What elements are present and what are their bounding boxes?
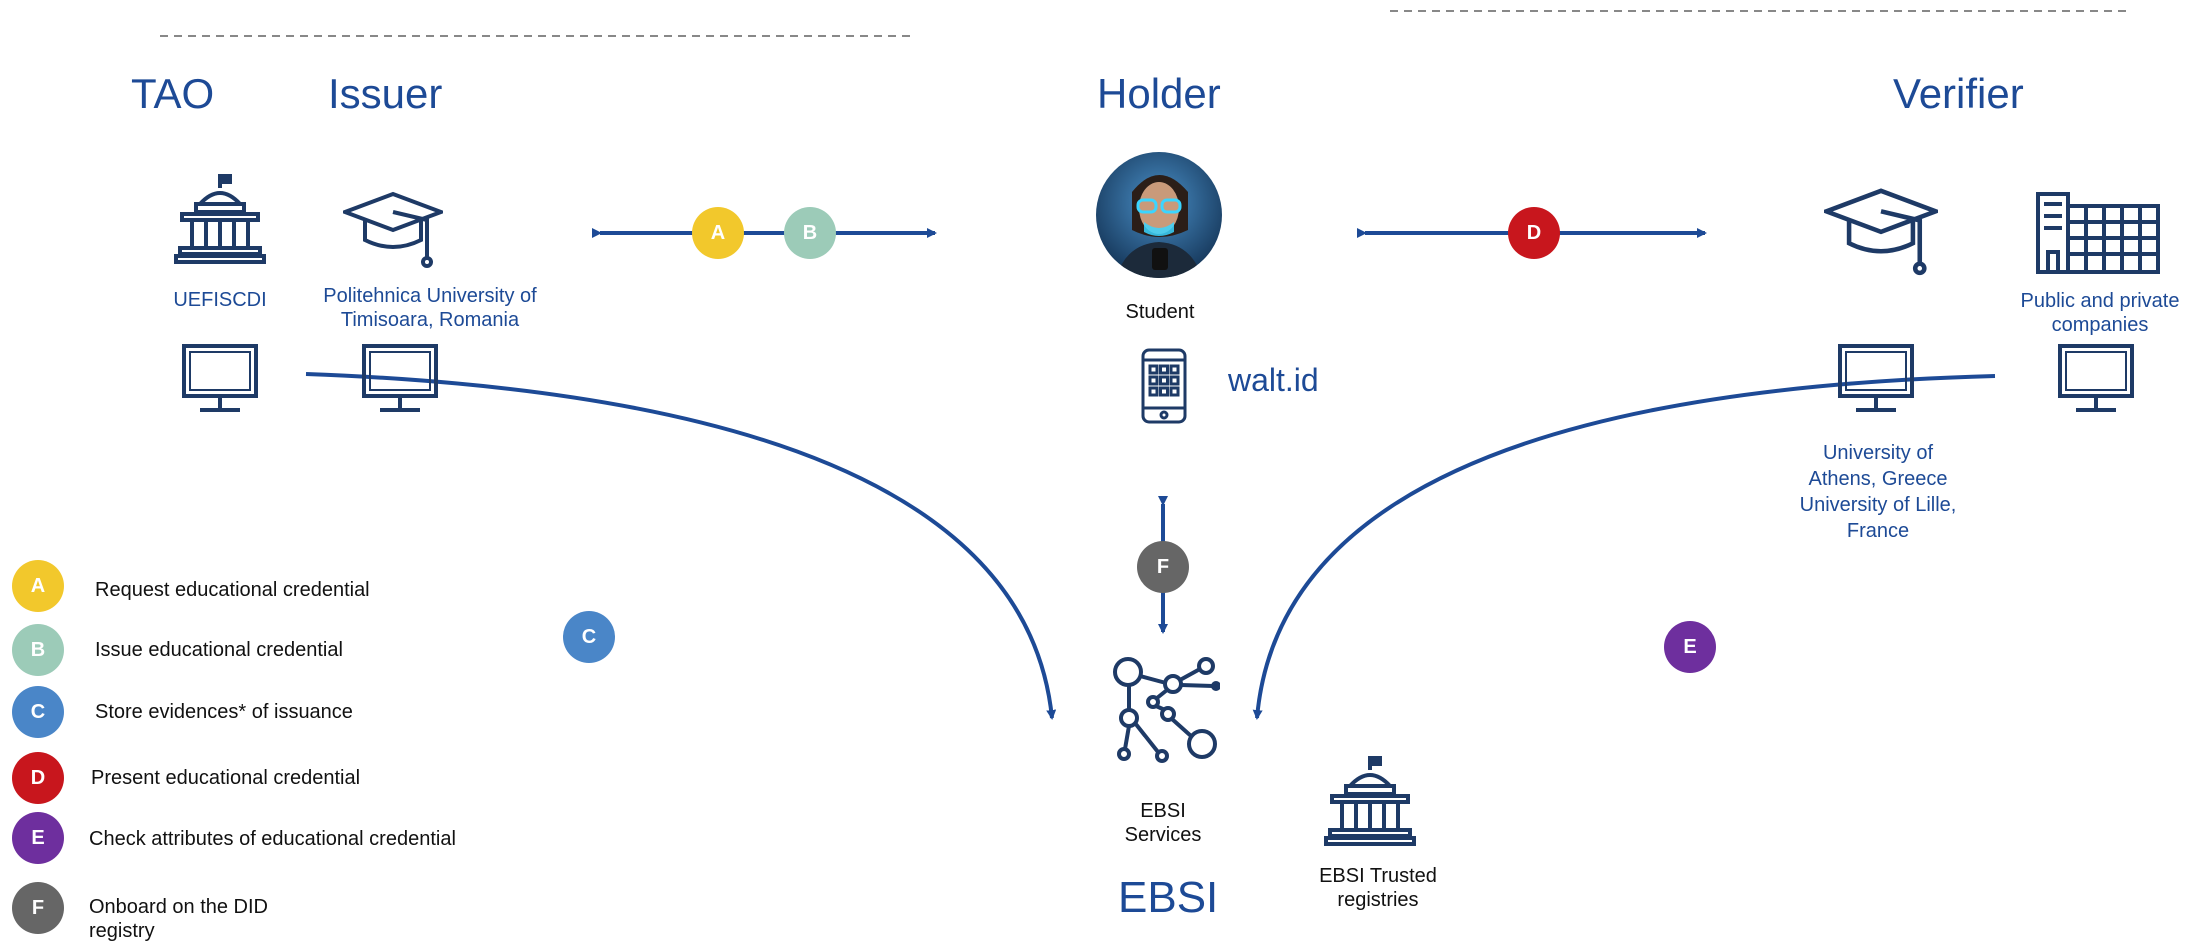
legend-text-a: Request educational credential [95, 579, 370, 601]
public-private-label-line2: companies [2051, 314, 2149, 336]
ebsi-services-label-line2: Services [1124, 824, 1202, 846]
ebsi-trusted-label-line1: EBSI Trusted [1319, 865, 1437, 887]
uefiscdi-label: UEFISCDI [173, 289, 267, 311]
public-private-label-line1: Public and private [2020, 290, 2180, 312]
network-nodes-icon [1112, 656, 1220, 766]
walt-id-label: walt.id [1228, 362, 1319, 398]
government-building-icon [1324, 756, 1416, 846]
legend-badge-f: F [12, 882, 64, 934]
politehnica-label-line2: Timisoara, Romania [340, 309, 520, 331]
heading-holder: Holder [1097, 70, 1221, 117]
verifier-ebsi-curve [1252, 374, 1996, 720]
badge-f: F [1137, 541, 1189, 593]
heading-tao: TAO [131, 70, 215, 117]
universities-label-line4: France [1846, 520, 1910, 542]
legend-text-b: Issue educational credential [95, 639, 343, 661]
legend-badge-d: D [12, 752, 64, 804]
legend-badge-e: E [12, 812, 64, 864]
student-label: Student [1125, 301, 1195, 323]
legend-badge-a: A [12, 560, 64, 612]
universities-label-line3: University of Lille, [1799, 494, 1957, 516]
badge-a: A [692, 207, 744, 259]
politehnica-label-line1: Politehnica University of [323, 285, 537, 307]
monitor-icon [182, 344, 258, 414]
ebsi-services-label-line1: EBSI [1140, 800, 1186, 822]
badge-e: E [1664, 621, 1716, 673]
graduation-cap-icon [343, 190, 443, 272]
heading-ebsi: EBSI [1118, 873, 1219, 922]
ebsi-trusted-label-line2: registries [1337, 889, 1419, 911]
heading-issuer: Issuer [328, 70, 443, 117]
legend-text-d: Present educational credential [91, 767, 361, 789]
heading-verifier: Verifier [1893, 70, 2024, 117]
universities-label-line1: University of [1822, 442, 1934, 464]
badge-c: C [563, 611, 615, 663]
legend-text-f: Onboard on the DID registry [89, 896, 268, 942]
legend-badge-c: C [12, 686, 64, 738]
office-building-icon [2034, 192, 2162, 274]
monitor-icon [2058, 344, 2134, 414]
monitor-icon [362, 344, 438, 414]
badge-b: B [784, 207, 836, 259]
universities-label-line2: Athens, Greece [1808, 468, 1948, 490]
student-avatar [1096, 152, 1222, 278]
legend-text-c: Store evidences* of issuance [95, 701, 353, 723]
badge-d: D [1508, 207, 1560, 259]
smartphone-icon [1141, 348, 1187, 424]
graduation-cap-icon [1824, 186, 1938, 280]
monitor-icon [1838, 344, 1914, 414]
government-building-icon [174, 174, 266, 264]
legend-text-e: Check attributes of educational credenti… [89, 828, 456, 850]
legend-badge-b: B [12, 624, 64, 676]
issuer-ebsi-curve [305, 372, 1057, 720]
